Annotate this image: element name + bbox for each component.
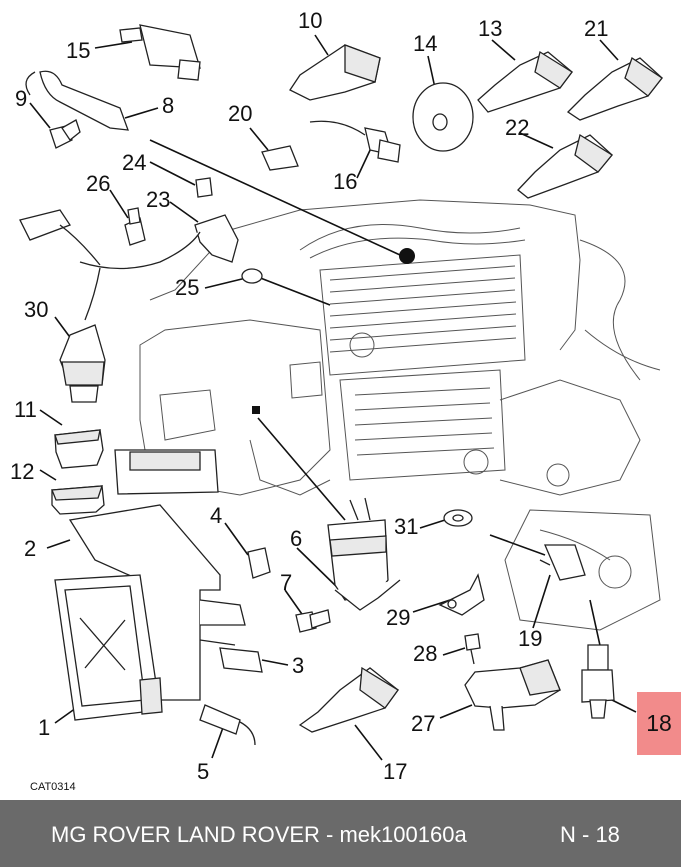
part-29-bracket[interactable] (438, 573, 485, 616)
part-26-sensor[interactable] (124, 207, 146, 246)
callout-30: 30 (24, 297, 48, 322)
callout-14: 14 (413, 31, 437, 56)
callout-19: 19 (518, 626, 542, 651)
part-20-clip[interactable] (261, 145, 299, 171)
callout-29: 29 (386, 605, 410, 630)
part-15-sensor[interactable] (119, 24, 201, 81)
part-11-connector[interactable] (54, 429, 104, 469)
callout-23: 23 (146, 187, 170, 212)
part-17-sensor[interactable] (298, 666, 399, 733)
callout-17: 17 (383, 759, 407, 784)
callout-numbers: 15 9 8 10 14 13 21 22 20 16 24 26 23 25 … (10, 8, 608, 793)
part-8-sensor[interactable] (25, 70, 129, 131)
callout-21: 21 (584, 16, 608, 41)
part-23-sensor[interactable] (79, 214, 239, 270)
part-4-clip[interactable] (247, 547, 271, 579)
callout-1: 1 (38, 715, 50, 740)
part-31-washer[interactable] (443, 509, 473, 527)
callout-25: 25 (175, 275, 199, 300)
part-25-ring[interactable] (241, 268, 263, 284)
leader-lines (29, 34, 637, 761)
footer-bar: MG ROVER LAND ROVER - mek100160a N - 18 (0, 800, 681, 867)
callout-24: 24 (122, 150, 146, 175)
part-12-connector[interactable] (51, 485, 105, 515)
part-27-sensor[interactable] (464, 659, 561, 731)
callout-20: 20 (228, 101, 252, 126)
footer-title: MG ROVER LAND ROVER - mek100160a (51, 822, 467, 847)
parts-diagram: 15 9 8 10 14 13 21 22 20 16 24 26 23 25 … (10, 8, 663, 793)
part-30-sensor-harness[interactable] (19, 209, 101, 321)
callout-16: 16 (333, 169, 357, 194)
part-3-pad[interactable] (219, 647, 263, 673)
part-10-sensor[interactable] (289, 44, 381, 101)
part-28-bolt[interactable] (464, 633, 481, 665)
part-5-tube[interactable] (199, 704, 256, 746)
callout-11: 11 (14, 397, 37, 422)
callout-22: 22 (505, 115, 529, 140)
callout-9: 9 (15, 86, 27, 111)
callout-15: 15 (66, 38, 90, 63)
callout-26: 26 (86, 171, 110, 196)
callout-27: 27 (411, 711, 435, 736)
highlight-box[interactable] (637, 692, 681, 755)
callout-7: 7 (280, 570, 292, 595)
engine-drawing (139, 199, 661, 631)
callout-12: 12 (10, 459, 34, 484)
part-19-sensor[interactable] (539, 544, 586, 581)
callout-18-highlighted[interactable]: 18 (646, 710, 672, 736)
part-1-ecu[interactable] (54, 574, 163, 721)
figure-code: CAT0314 (30, 781, 76, 793)
part-18-sensor[interactable] (581, 644, 615, 719)
part-24-bolt[interactable] (195, 177, 213, 198)
part-21-sensor[interactable] (566, 56, 663, 121)
part-14-washer[interactable] (412, 82, 474, 152)
part-13-sensor[interactable] (477, 50, 573, 113)
callout-8: 8 (162, 93, 174, 118)
callout-6: 6 (290, 526, 302, 551)
callout-3: 3 (292, 653, 304, 678)
callout-31: 31 (394, 514, 418, 539)
part-7-bolt[interactable] (295, 609, 331, 633)
part-22-sensor[interactable] (517, 133, 613, 199)
part-6-sensor[interactable] (327, 497, 401, 611)
callout-4: 4 (210, 503, 222, 528)
part-2-bracket[interactable] (68, 449, 246, 701)
part-16-sensor[interactable] (309, 120, 401, 163)
part-30-sensor[interactable] (59, 324, 106, 403)
callout-28: 28 (413, 641, 437, 666)
callout-10: 10 (298, 8, 322, 33)
callout-13: 13 (478, 16, 502, 41)
footer-page-number: N - 18 (560, 822, 620, 847)
callout-2: 2 (24, 536, 36, 561)
part-9-bolt[interactable] (49, 119, 81, 149)
callout-5: 5 (197, 759, 209, 784)
